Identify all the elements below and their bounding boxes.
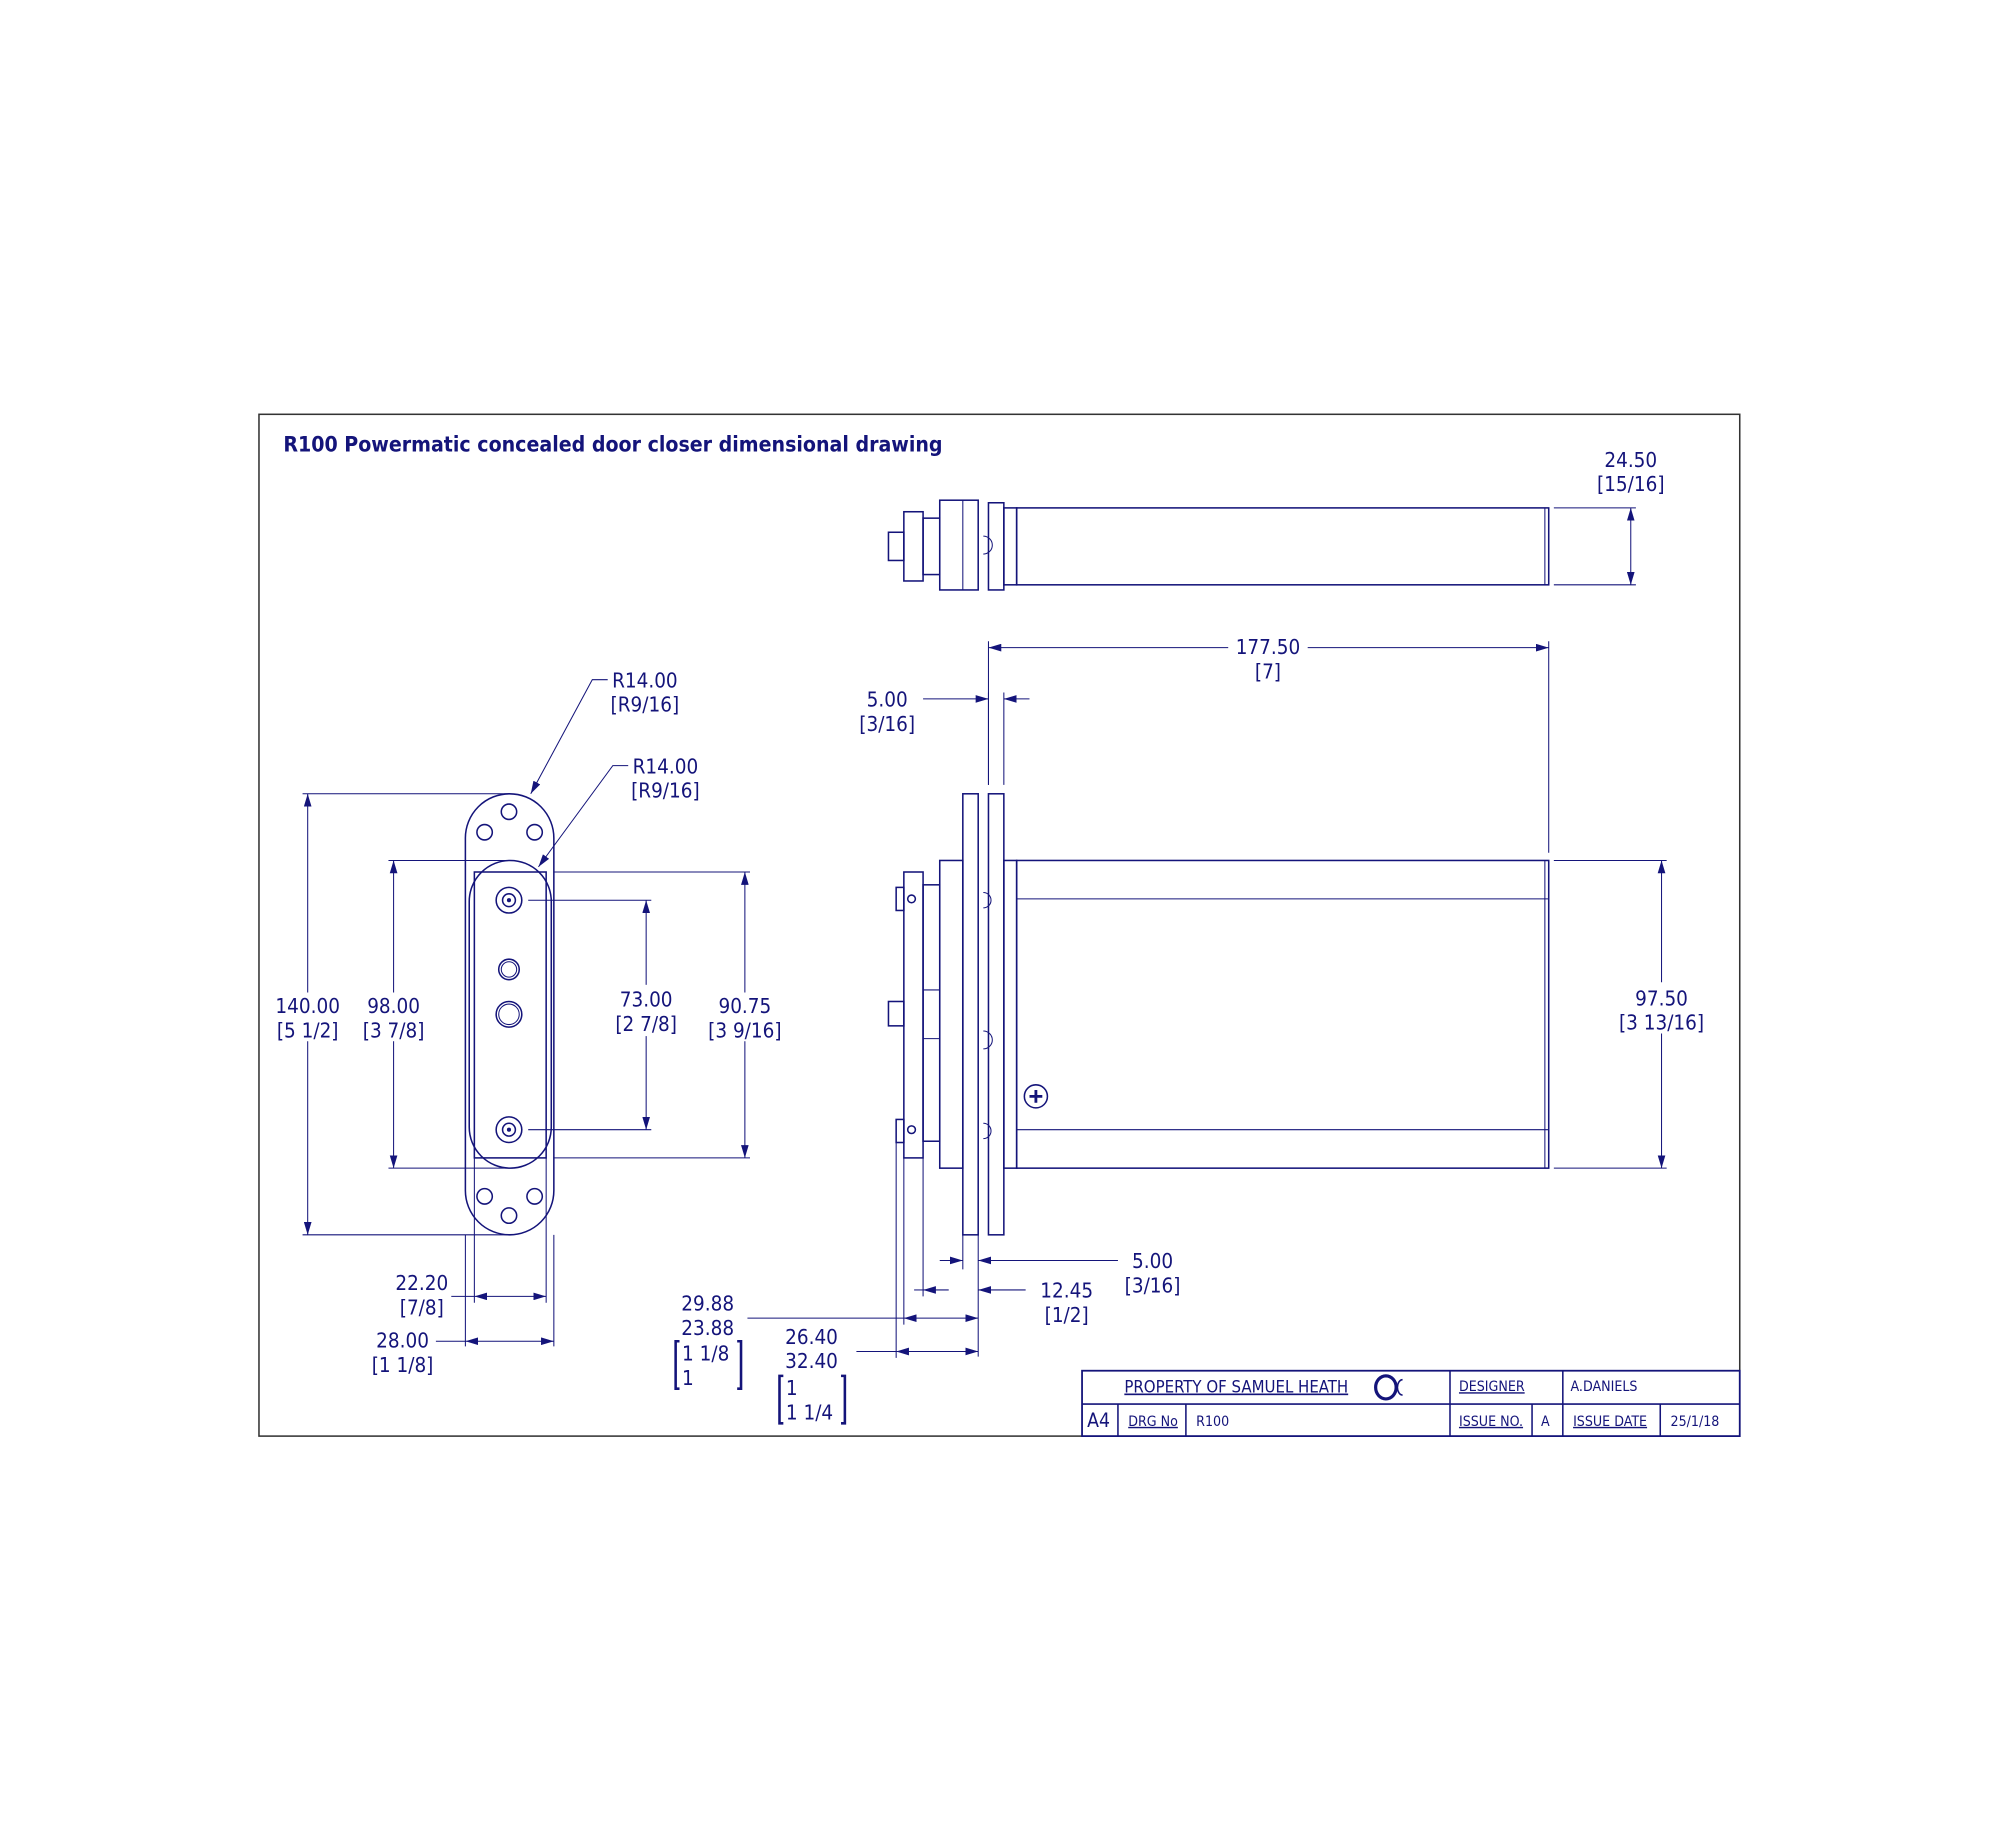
svg-text:98.00: 98.00 [367,994,420,1018]
svg-text:140.00: 140.00 [275,994,340,1018]
svg-text:[1/2]: [1/2] [1045,1303,1089,1327]
svg-text:[7/8]: [7/8] [400,1295,444,1319]
issue-value: A [1541,1414,1550,1430]
svg-text:[3 13/16]: [3 13/16] [1619,1011,1704,1035]
dim-plate-width: 28.00 [1 1/8] [372,1234,555,1377]
svg-text:1: 1 [786,1376,798,1400]
svg-text:5.00: 5.00 [867,688,908,712]
svg-text:26.40: 26.40 [785,1325,838,1349]
issue-label: ISSUE NO. [1459,1414,1523,1430]
svg-text:5.00: 5.00 [1132,1249,1173,1273]
designer-label: DESIGNER [1459,1379,1525,1395]
svg-text:[R9/16]: [R9/16] [611,693,680,717]
screw-head-icon [1023,1084,1049,1109]
svg-text:12.45: 12.45 [1040,1279,1093,1303]
top-view [887,499,1550,591]
svg-text:[2 7/8]: [2 7/8] [615,1012,677,1036]
svg-text:[3 7/8]: [3 7/8] [363,1018,425,1042]
svg-text:1 1/4: 1 1/4 [786,1400,833,1424]
dim-plate-thickness-top: 5.00 [3/16] [859,688,1030,785]
dim-radius-inner: R14.00 [R9/16] [538,754,700,868]
title-block: PROPERTY OF SAMUEL HEATH DESIGNER A.DANI… [1081,1369,1741,1438]
svg-text:[15/16]: [15/16] [1597,472,1665,496]
svg-text:24.50: 24.50 [1604,448,1657,472]
svg-text:28.00: 28.00 [376,1329,429,1353]
svg-text:177.50: 177.50 [1236,635,1301,659]
screw-icon [495,886,523,914]
dim-height: 97.50 [3 13/16] [1553,859,1704,1169]
svg-text:29.88: 29.88 [681,1291,734,1315]
drg-label: DRG No [1128,1414,1178,1430]
issue-date-value: 25/1/18 [1671,1414,1720,1430]
dim-body-width: 22.20 [7/8] [395,1157,547,1319]
sheet-frame [258,413,1741,1437]
dim-diameter: 24.50 [15/16] [1553,448,1665,586]
svg-text:1: 1 [682,1366,694,1390]
svg-text:90.75: 90.75 [718,994,771,1018]
designer-value: A.DANIELS [1571,1379,1638,1395]
fixing-holes [476,803,544,1225]
svg-text:[3 9/16]: [3 9/16] [708,1018,781,1042]
dim-range-b: 26.40 32.40 1 1 1/4 [778,1142,979,1425]
svg-text:R14.00: R14.00 [633,754,699,778]
svg-text:22.20: 22.20 [395,1271,448,1295]
dim-radius-outer: R14.00 [R9/16] [530,668,680,795]
svg-text:[3/16]: [3/16] [859,712,915,736]
svg-text:[1 1/8]: [1 1/8] [372,1353,434,1377]
dim-range-a: 29.88 23.88 1 1/8 1 [674,1157,979,1390]
svg-text:[5 1/2]: [5 1/2] [277,1018,339,1042]
dim-length: 177.50 [7] [987,635,1550,853]
issue-date-label: ISSUE DATE [1573,1414,1647,1430]
svg-text:R14.00: R14.00 [612,668,678,692]
svg-text:[7]: [7] [1255,659,1281,683]
drg-value: R100 [1196,1414,1229,1430]
dim-plate-thickness-bottom: 5.00 [3/16] [939,1234,1181,1357]
drawing-title: R100 Powermatic concealed door closer di… [283,431,942,456]
side-view [887,793,1550,1236]
property-text: PROPERTY OF SAMUEL HEATH [1124,1378,1348,1397]
dim-screw-centres: 73.00 [2 7/8] [528,899,677,1131]
svg-text:73.00: 73.00 [620,988,673,1012]
dim-body-height: 90.75 [3 9/16] [553,871,782,1159]
dim-offset: 12.45 [1/2] [914,1157,1093,1327]
svg-text:23.88: 23.88 [681,1316,734,1340]
samuel-heath-logo [1374,1374,1403,1401]
svg-text:97.50: 97.50 [1635,986,1688,1010]
sheet-size: A4 [1087,1409,1110,1432]
svg-text:32.40: 32.40 [785,1349,838,1373]
dim-height-plate: 98.00 [3 7/8] [363,859,513,1169]
screw-icon [495,1116,523,1144]
svg-text:1 1/8: 1 1/8 [682,1341,729,1365]
svg-text:[3/16]: [3/16] [1125,1274,1181,1298]
svg-text:[R9/16]: [R9/16] [631,779,700,803]
